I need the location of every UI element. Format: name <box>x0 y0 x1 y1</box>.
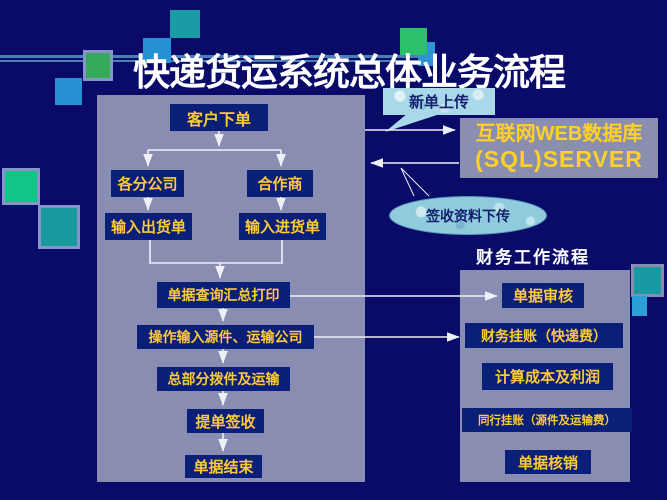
upload-callout-label: 新单上传 <box>408 94 469 111</box>
accent-line-top <box>0 55 432 58</box>
download-ellipse-label: 签收资料下传 <box>426 207 510 224</box>
deco-square-green-midleft <box>2 168 40 205</box>
flow-box-operate-input: 操作输入源件、运输公司 <box>137 325 314 349</box>
flow-box-partner: 合作商 <box>247 170 313 197</box>
deco-square-blue-top <box>143 38 171 63</box>
flow-box-bl-sign: 提单签收 <box>187 409 264 433</box>
deco-square-blue-left <box>55 78 82 105</box>
web-database-box: 互联网WEB数据库 (SQL)SERVER <box>460 118 658 178</box>
deco-square-teal-right <box>631 264 664 297</box>
flow-box-branch-company: 各分公司 <box>111 170 184 197</box>
deco-square-green-title <box>400 28 427 55</box>
flow-box-customer-order: 客户下单 <box>170 104 268 131</box>
upload-callout: 新单上传 <box>383 88 495 115</box>
finance-flow-title: 财务工作流程 <box>476 248 590 267</box>
flow-box-input-outgoing: 输入出货单 <box>105 213 192 240</box>
flow-box-cost-profit: 计算成本及利润 <box>482 363 613 390</box>
flow-box-peer-accounting: 同行挂账（源件及运输费） <box>462 408 632 432</box>
flow-box-doc-end: 单据结束 <box>185 455 262 478</box>
slide-title: 快递货运系统总体业务流程 <box>133 52 566 93</box>
web-database-line2: (SQL)SERVER <box>475 146 643 173</box>
deco-square-teal-top <box>170 10 200 38</box>
deco-square-teal-midleft <box>38 205 80 249</box>
download-ellipse: 签收资料下传 <box>389 196 547 235</box>
flow-box-query-print: 单据查询汇总打印 <box>157 282 290 308</box>
callout-tail <box>385 113 443 132</box>
deco-square-green-top <box>83 50 113 81</box>
flow-box-hq-dispatch: 总部分拨件及运输 <box>157 367 290 391</box>
flow-box-writeoff: 单据核销 <box>505 450 591 474</box>
accent-line-bottom <box>0 60 432 62</box>
flow-box-audit: 单据审核 <box>502 283 584 308</box>
web-database-line1: 互联网WEB数据库 <box>475 123 643 146</box>
flow-box-input-incoming: 输入进货单 <box>239 213 326 240</box>
flow-box-accounting: 财务挂账（快递费） <box>465 323 623 348</box>
deco-square-blue-right <box>632 296 647 316</box>
